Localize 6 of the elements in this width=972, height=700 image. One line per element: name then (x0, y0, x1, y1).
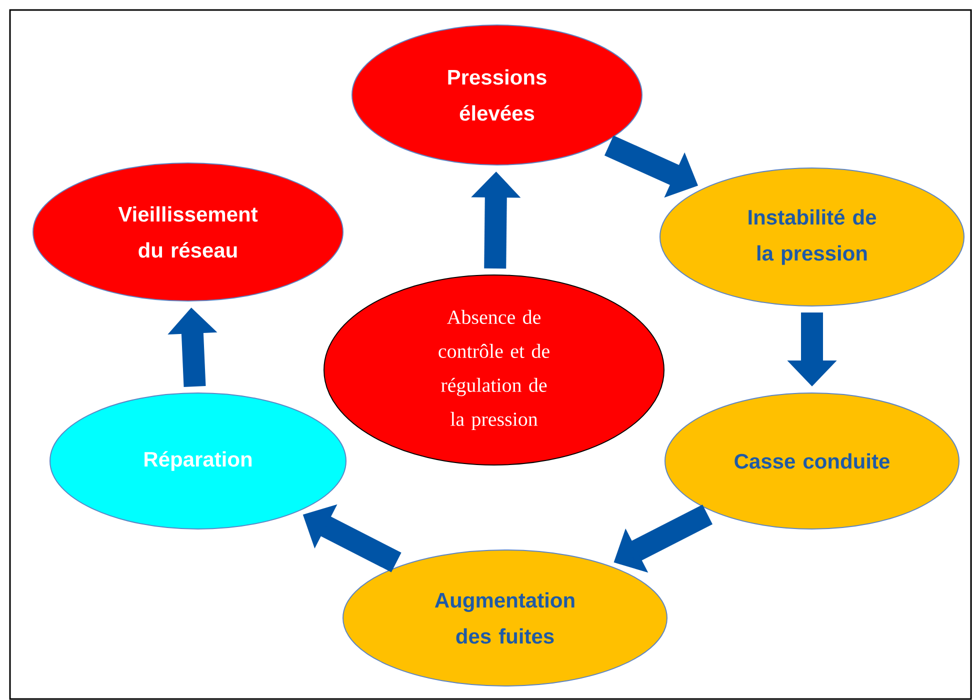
ellipse-node: Casse conduite (664, 392, 960, 530)
ellipse-node: Pressions élevées (352, 24, 642, 166)
ellipse-node: Instabilité de la pression (659, 168, 965, 306)
ellipse-node: Réparation (50, 392, 346, 530)
ellipse-node: Augmentation des fuites (342, 550, 668, 686)
ellipse-node: Vieillissement du réseau (32, 162, 344, 302)
